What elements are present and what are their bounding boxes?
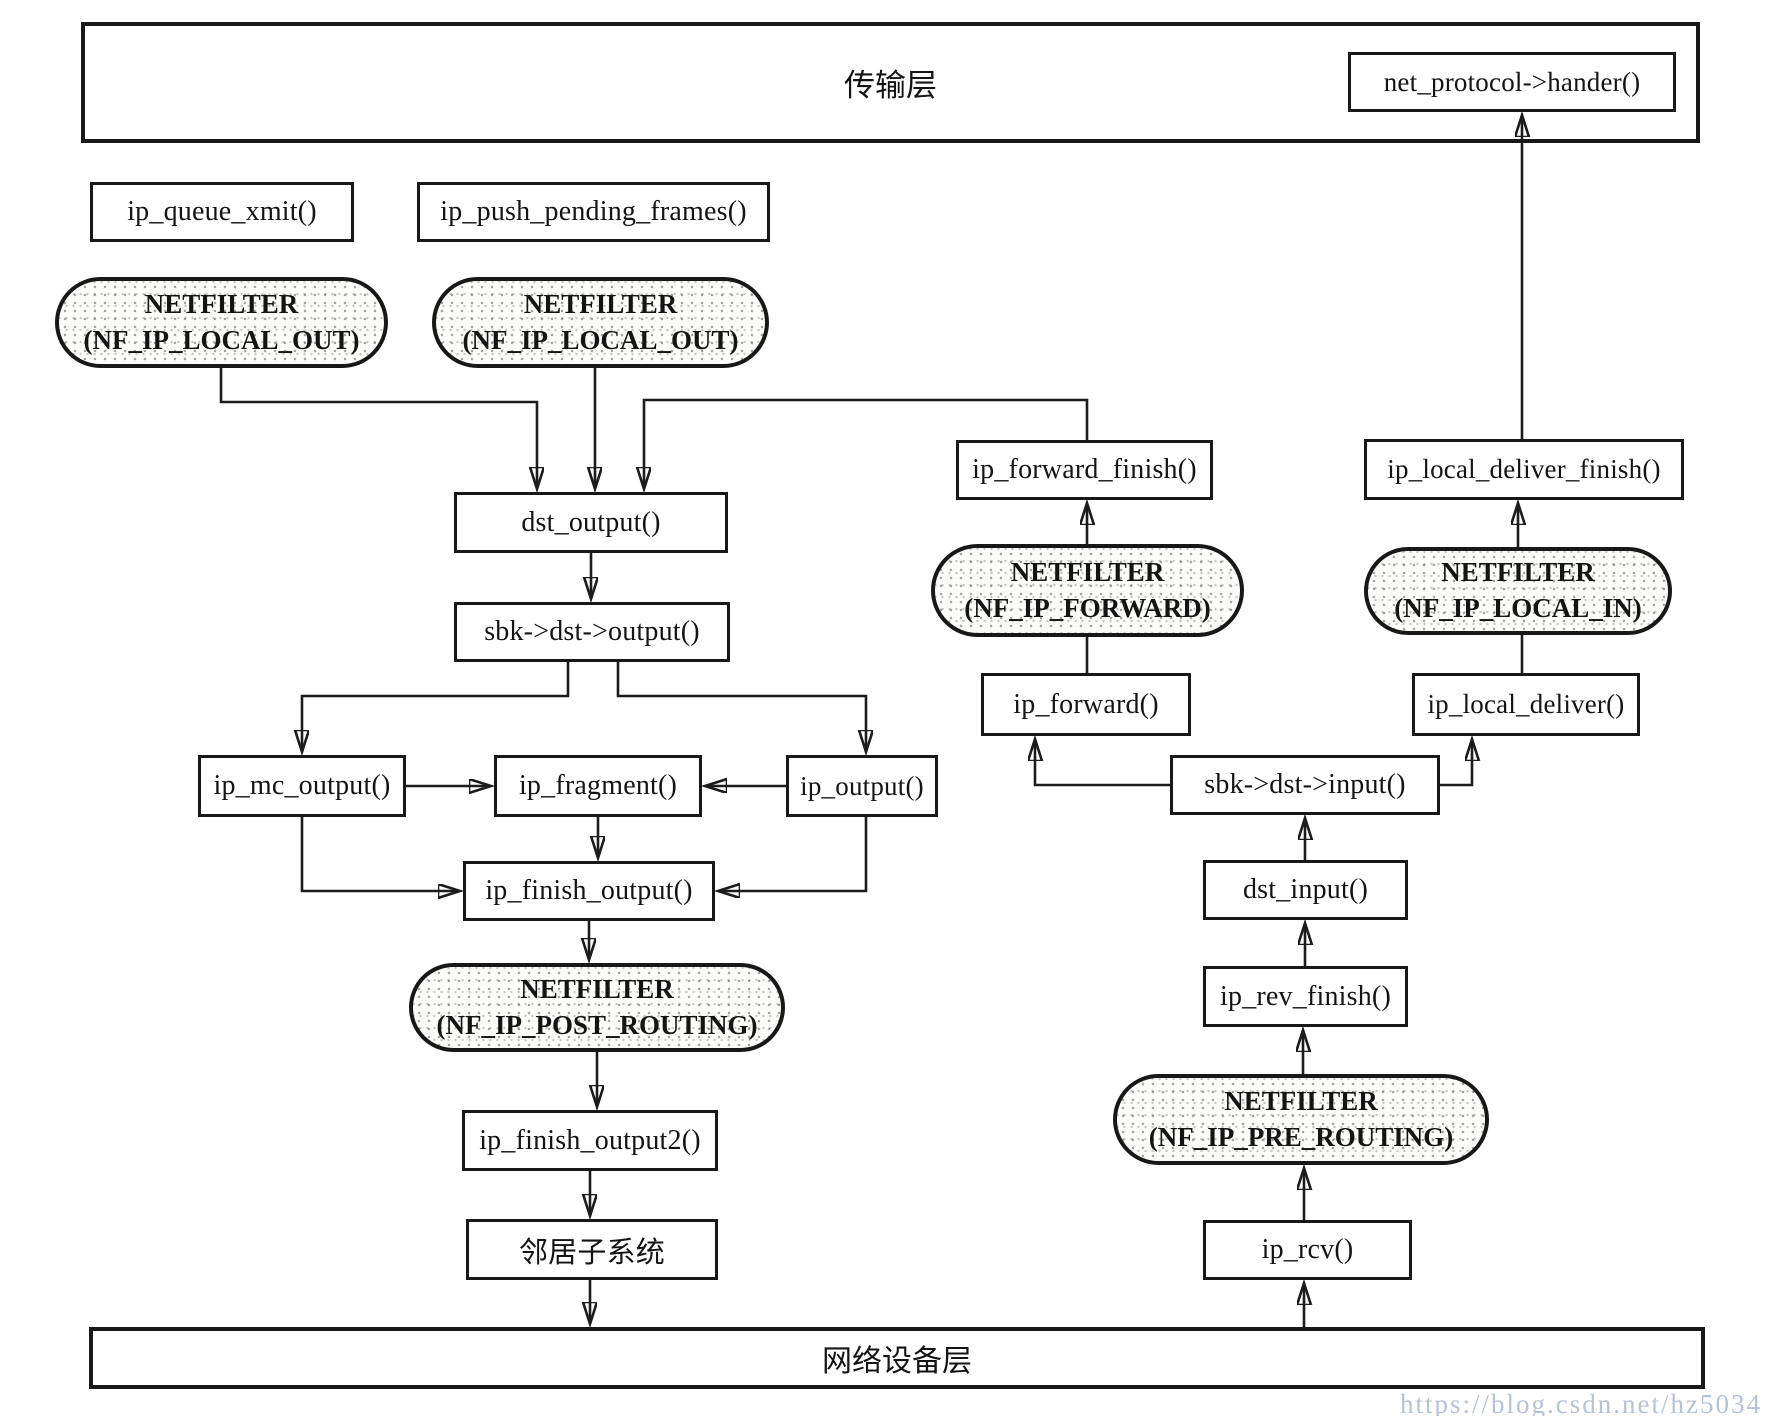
network-device-layer-box: 网络设备层 <box>89 1327 1705 1389</box>
dst-output-box: dst_output() <box>454 492 728 553</box>
net-protocol-handler-box: net_protocol->hander() <box>1348 52 1676 112</box>
netfilter-title: NETFILTER <box>520 973 674 1004</box>
ip-mc-output-label: ip_mc_output() <box>213 770 391 801</box>
ip-rcv-label: ip_rcv() <box>1261 1234 1354 1265</box>
ip-rev-finish-label: ip_rev_finish() <box>1220 980 1391 1012</box>
netfilter-title: NETFILTER <box>144 288 299 319</box>
ip-forward-finish-box: ip_forward_finish() <box>956 440 1213 500</box>
ip-local-deliver-box: ip_local_deliver() <box>1412 673 1640 736</box>
netfilter-hook-name: (NF_IP_LOCAL_OUT) <box>83 324 360 355</box>
netfilter-local-out-oval-1: NETFILTER (NF_IP_LOCAL_OUT) <box>55 277 388 368</box>
netfilter-hook-name: (NF_IP_LOCAL_OUT) <box>462 324 739 355</box>
netfilter-hook-name: (NF_IP_LOCAL_IN) <box>1394 593 1642 623</box>
sbk-dst-output-label: sbk->dst->output() <box>484 616 700 647</box>
wire-sbkoutput-to-ipoutput <box>616 662 866 751</box>
neighbor-subsystem-label: 邻居子系统 <box>518 1236 665 1269</box>
ip-queue-xmit-box: ip_queue_xmit() <box>90 182 354 242</box>
wire-ipmcoutput-to-ipfinishoutput <box>300 817 459 891</box>
sbk-dst-output-box: sbk->dst->output() <box>454 602 730 662</box>
ip-local-deliver-finish-label: ip_local_deliver_finish() <box>1387 454 1661 484</box>
netfilter-title: NETFILTER <box>1224 1085 1378 1116</box>
ip-output-label: ip_output() <box>800 770 924 801</box>
ip-finish-output2-label: ip_finish_output2() <box>479 1124 701 1156</box>
netfilter-pre-routing-oval: NETFILTER (NF_IP_PRE_ROUTING) <box>1113 1074 1489 1165</box>
netfilter-title: NETFILTER <box>1010 556 1165 587</box>
netfilter-hook-name: (NF_IP_PRE_ROUTING) <box>1148 1121 1454 1152</box>
wire-sbkoutput-to-ipmcoutput <box>302 662 570 751</box>
ip-fragment-box: ip_fragment() <box>494 755 702 817</box>
netfilter-local-out-oval-2: NETFILTER (NF_IP_LOCAL_OUT) <box>432 277 769 368</box>
ip-rcv-box: ip_rcv() <box>1203 1220 1412 1280</box>
wire-localout1-to-dstoutput <box>219 368 537 488</box>
ip-forward-finish-label: ip_forward_finish() <box>972 454 1197 485</box>
ip-rev-finish-box: ip_rev_finish() <box>1203 966 1408 1027</box>
netfilter-forward-oval: NETFILTER (NF_IP_FORWARD) <box>931 544 1244 637</box>
ip-mc-output-box: ip_mc_output() <box>198 755 406 817</box>
netfilter-hook-name: (NF_IP_POST_ROUTING) <box>436 1009 758 1040</box>
csdn-watermark: https://blog.csdn.net/hz5034 <box>1400 1389 1762 1416</box>
netfilter-local-in-oval: NETFILTER (NF_IP_LOCAL_IN) <box>1364 547 1672 635</box>
network-device-layer-label: 网络设备层 <box>822 1345 972 1378</box>
sbk-dst-input-label: sbk->dst->input() <box>1204 769 1406 800</box>
neighbor-subsystem-box: 邻居子系统 <box>466 1219 718 1280</box>
transport-layer-label: 传输层 <box>844 68 937 103</box>
dst-input-label: dst_input() <box>1242 874 1369 905</box>
wire-sbkinput-to-ipforward <box>1035 740 1170 787</box>
ip-local-deliver-finish-box: ip_local_deliver_finish() <box>1364 439 1684 500</box>
netfilter-title: NETFILTER <box>1441 557 1595 588</box>
ip-finish-output2-box: ip_finish_output2() <box>462 1110 718 1171</box>
ip-queue-xmit-label: ip_queue_xmit() <box>127 196 317 227</box>
ip-push-pending-frames-label: ip_push_pending_frames() <box>440 196 747 227</box>
ip-forward-box: ip_forward() <box>981 673 1191 736</box>
dst-input-box: dst_input() <box>1203 860 1408 920</box>
netfilter-title: NETFILTER <box>523 288 678 319</box>
sbk-dst-input-box: sbk->dst->input() <box>1170 755 1440 815</box>
wire-ipoutput-to-ipfinishoutput <box>719 817 868 891</box>
ip-push-pending-frames-box: ip_push_pending_frames() <box>417 182 770 242</box>
netfilter-hook-name: (NF_IP_FORWARD) <box>964 592 1211 623</box>
ip-finish-output-label: ip_finish_output() <box>485 875 693 906</box>
ip-forward-label: ip_forward() <box>1013 688 1159 720</box>
ip-output-box: ip_output() <box>786 755 938 817</box>
ip-finish-output-box: ip_finish_output() <box>463 861 715 921</box>
ip-fragment-label: ip_fragment() <box>518 770 678 801</box>
dst-output-label: dst_output() <box>521 506 661 538</box>
wire-sbkinput-to-iplocaldeliver <box>1440 740 1472 787</box>
ip-local-deliver-label: ip_local_deliver() <box>1427 689 1625 719</box>
net-protocol-handler-label: net_protocol->hander() <box>1383 66 1641 97</box>
netfilter-post-routing-oval: NETFILTER (NF_IP_POST_ROUTING) <box>409 963 785 1052</box>
